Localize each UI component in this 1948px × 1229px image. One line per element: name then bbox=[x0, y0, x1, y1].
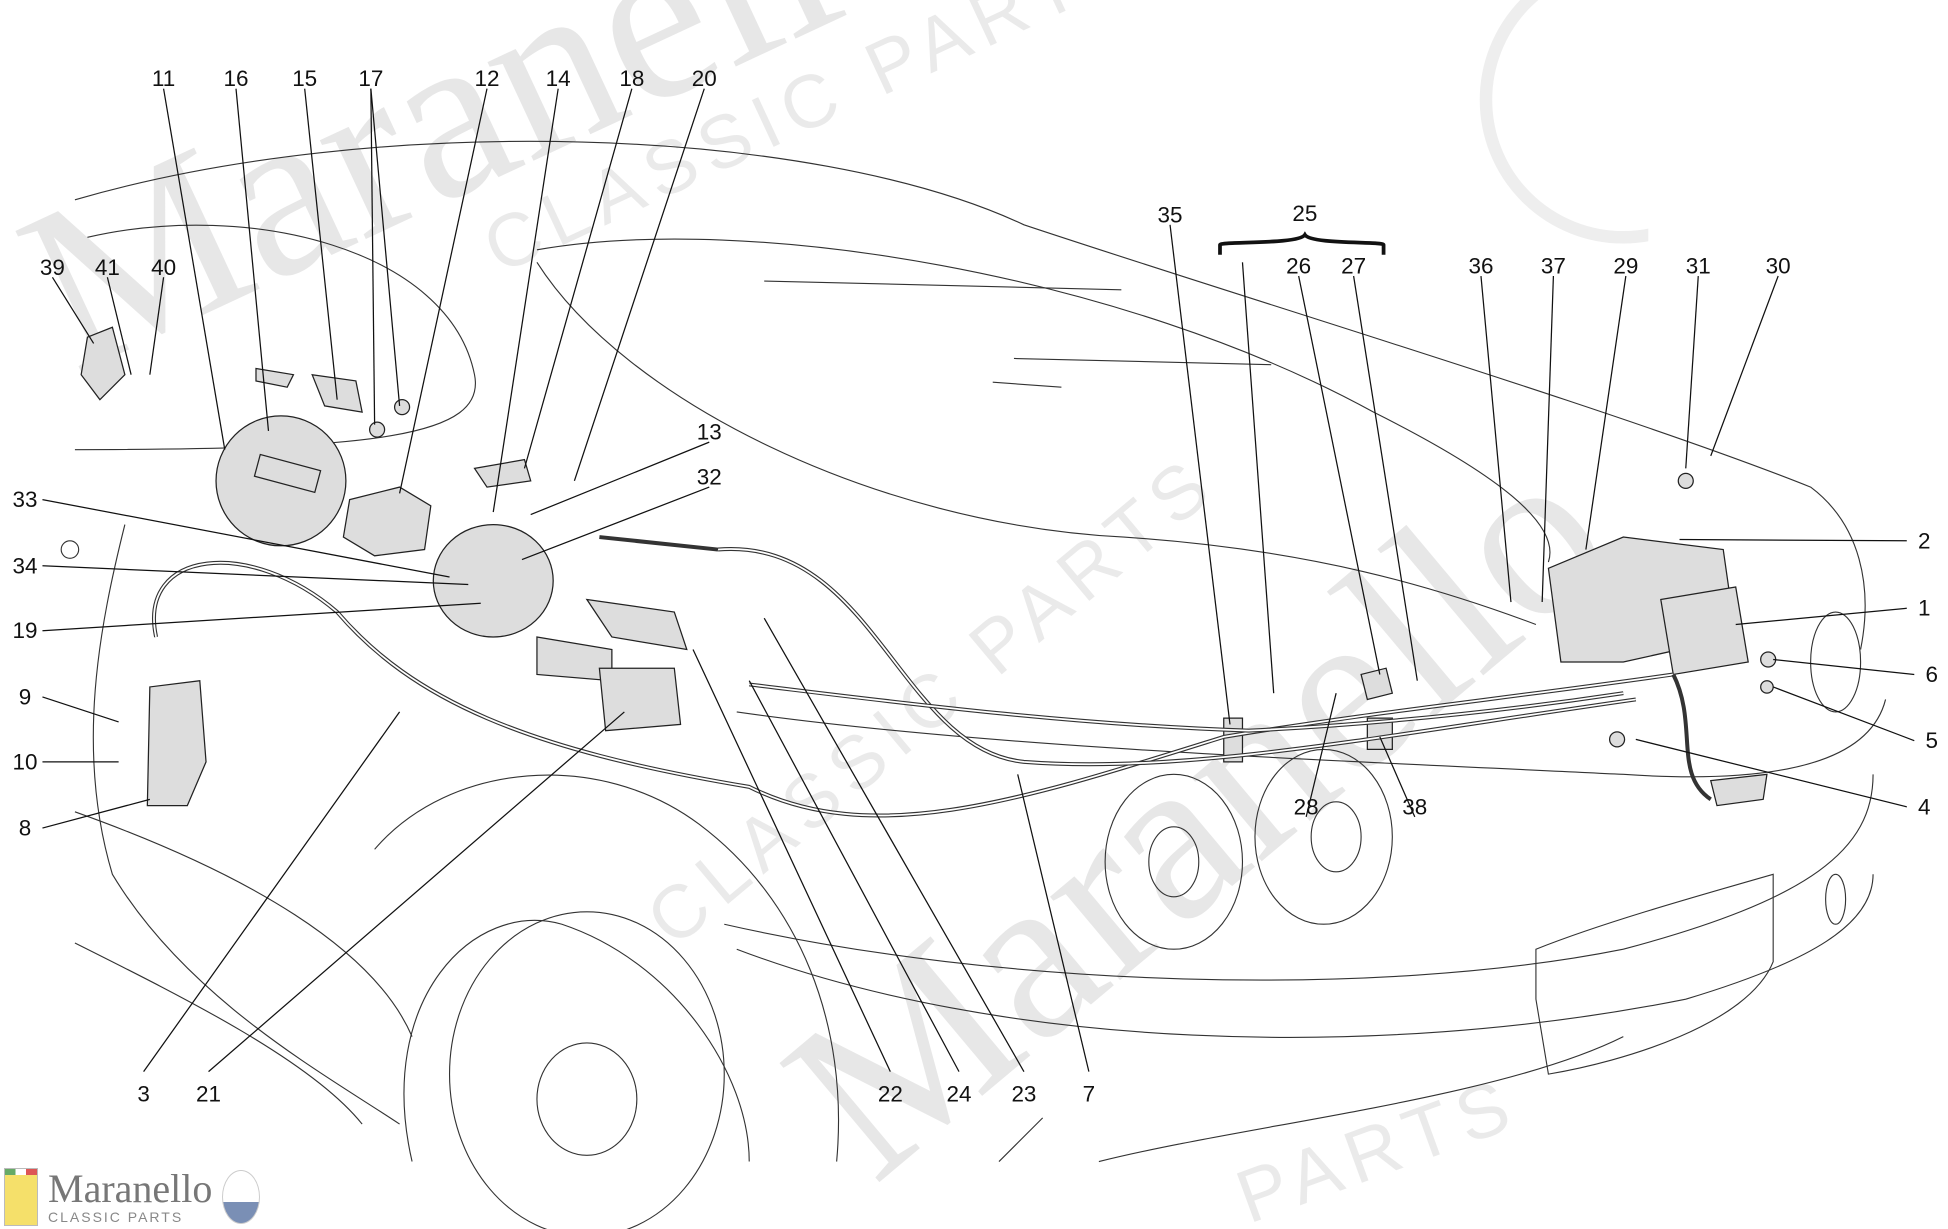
callout-32[interactable]: 32 bbox=[697, 465, 722, 490]
leader-line bbox=[42, 498, 450, 578]
callout-31[interactable]: 31 bbox=[1686, 254, 1711, 279]
leader-line bbox=[143, 711, 401, 1072]
leader-line bbox=[1772, 686, 1915, 742]
logo-subtitle: CLASSIC PARTS bbox=[48, 1209, 184, 1225]
leader-line bbox=[398, 88, 488, 494]
latch-bracket-part bbox=[255, 367, 295, 388]
callout-37[interactable]: 37 bbox=[1541, 254, 1566, 279]
leader-line bbox=[521, 486, 710, 561]
ferrari-horse-part bbox=[80, 326, 126, 401]
callout-18[interactable]: 18 bbox=[619, 66, 644, 91]
callout-10[interactable]: 10 bbox=[12, 749, 37, 774]
callout-1[interactable]: 1 bbox=[1918, 596, 1930, 621]
callout-33[interactable]: 33 bbox=[12, 487, 37, 512]
leader-line bbox=[492, 88, 559, 513]
callout-40[interactable]: 40 bbox=[151, 255, 176, 280]
leader-line bbox=[573, 88, 705, 482]
callout-20[interactable]: 20 bbox=[692, 66, 717, 91]
leader-line bbox=[1735, 607, 1907, 626]
logo-brand: Maranello bbox=[48, 1166, 213, 1211]
leader-line bbox=[1685, 275, 1699, 469]
callout-14[interactable]: 14 bbox=[546, 66, 571, 91]
leader-line bbox=[42, 696, 119, 723]
callout-15[interactable]: 15 bbox=[292, 66, 317, 91]
callout-21[interactable]: 21 bbox=[196, 1082, 221, 1107]
leader-line bbox=[1773, 658, 1915, 676]
leader-line bbox=[1635, 738, 1907, 808]
callout-30[interactable]: 30 bbox=[1766, 254, 1791, 279]
leader-line bbox=[1352, 275, 1418, 681]
callout-36[interactable]: 36 bbox=[1468, 254, 1493, 279]
callout-4[interactable]: 4 bbox=[1918, 794, 1930, 819]
leader-line bbox=[370, 88, 401, 406]
maserati-badge-icon bbox=[222, 1170, 261, 1224]
leader-line bbox=[763, 617, 1025, 1072]
leader-line bbox=[1585, 275, 1627, 550]
leader-line bbox=[42, 798, 151, 829]
callout-27[interactable]: 27 bbox=[1341, 254, 1366, 279]
callout-8[interactable]: 8 bbox=[19, 816, 31, 841]
callout-19[interactable]: 19 bbox=[12, 618, 37, 643]
leader-line bbox=[162, 88, 226, 450]
leader-line bbox=[42, 565, 469, 586]
leader-line bbox=[370, 88, 376, 425]
callout-7[interactable]: 7 bbox=[1083, 1082, 1095, 1107]
group-bracket bbox=[1218, 231, 1386, 255]
leader-line bbox=[51, 276, 95, 344]
callout-26[interactable]: 26 bbox=[1286, 254, 1311, 279]
leader-line bbox=[1241, 262, 1275, 694]
leader-line bbox=[235, 88, 270, 431]
callout-16[interactable]: 16 bbox=[224, 66, 249, 91]
leader-line bbox=[1305, 693, 1337, 817]
actuator-part bbox=[598, 667, 682, 732]
callout-22[interactable]: 22 bbox=[878, 1082, 903, 1107]
callout-3[interactable]: 3 bbox=[137, 1082, 149, 1107]
callout-24[interactable]: 24 bbox=[947, 1082, 972, 1107]
leader-line bbox=[1017, 774, 1090, 1072]
watermark-side: PARTS bbox=[1225, 1060, 1529, 1229]
car-outline bbox=[60, 140, 1887, 1229]
leader-line bbox=[208, 711, 625, 1073]
callout-11[interactable]: 11 bbox=[152, 66, 175, 91]
leader-line bbox=[530, 441, 710, 516]
callout-41[interactable]: 41 bbox=[95, 255, 120, 280]
leader-line bbox=[1298, 275, 1381, 675]
leader-line bbox=[304, 88, 338, 400]
callout-25[interactable]: 25 bbox=[1292, 201, 1317, 226]
callout-12[interactable]: 12 bbox=[475, 66, 500, 91]
leader-line bbox=[1480, 275, 1512, 603]
leader-line bbox=[1169, 224, 1231, 725]
callout-34[interactable]: 34 bbox=[12, 553, 37, 578]
leader-line bbox=[523, 88, 633, 469]
leader-line bbox=[149, 277, 165, 375]
leader-line bbox=[42, 602, 481, 632]
callout-2[interactable]: 2 bbox=[1918, 528, 1930, 553]
callout-9[interactable]: 9 bbox=[19, 684, 31, 709]
maranello-logo: Maranello CLASSIC PARTS bbox=[4, 1166, 261, 1226]
ferrari-badge-icon bbox=[4, 1168, 38, 1226]
callout-6[interactable]: 6 bbox=[1926, 662, 1938, 687]
leader-line bbox=[748, 680, 960, 1072]
callout-23[interactable]: 23 bbox=[1011, 1082, 1036, 1107]
callout-13[interactable]: 13 bbox=[697, 420, 722, 445]
callout-35[interactable]: 35 bbox=[1158, 202, 1183, 227]
leader-line bbox=[692, 649, 891, 1072]
callout-29[interactable]: 29 bbox=[1613, 254, 1638, 279]
callout-17[interactable]: 17 bbox=[358, 66, 383, 91]
callout-39[interactable]: 39 bbox=[40, 255, 65, 280]
callout-38[interactable]: 38 bbox=[1402, 794, 1427, 819]
leader-line bbox=[1710, 275, 1779, 457]
callout-5[interactable]: 5 bbox=[1926, 728, 1938, 753]
leader-line bbox=[1379, 736, 1416, 818]
leader-line bbox=[1679, 538, 1907, 542]
leader-line bbox=[106, 277, 132, 375]
callout-28[interactable]: 28 bbox=[1294, 794, 1319, 819]
leader-line bbox=[1541, 276, 1555, 603]
cables bbox=[152, 535, 1712, 818]
parts bbox=[80, 326, 1777, 807]
